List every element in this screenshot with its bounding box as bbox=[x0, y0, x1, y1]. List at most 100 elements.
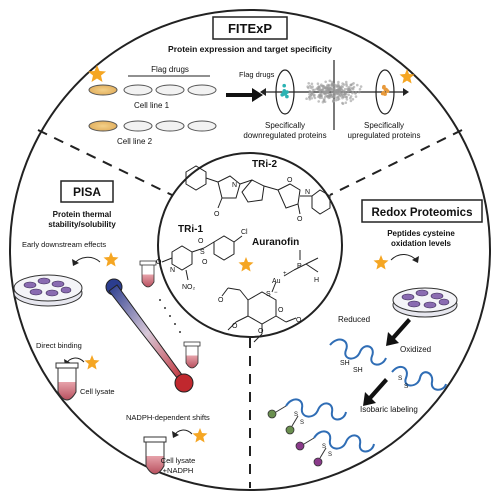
atom-s: S bbox=[266, 291, 271, 298]
scatter-point bbox=[349, 89, 352, 92]
atom-p: P bbox=[297, 263, 302, 270]
tri1-structure bbox=[161, 235, 243, 281]
dish-2a bbox=[123, 120, 153, 132]
arrow-right-icon bbox=[226, 88, 263, 102]
scatter-point bbox=[308, 84, 312, 88]
scatter-point bbox=[327, 94, 331, 98]
tube-cap bbox=[55, 362, 79, 369]
cell-line-2-label: Cell line 2 bbox=[117, 137, 153, 146]
s-label-1: S bbox=[398, 375, 403, 382]
scatter-point bbox=[325, 94, 329, 97]
scatter-point bbox=[313, 96, 317, 100]
fitexp-section: FITExP Protein expression and target spe… bbox=[88, 16, 420, 146]
tri2-structure bbox=[185, 165, 331, 215]
tag-linker bbox=[291, 415, 299, 427]
scatter-point bbox=[313, 88, 316, 92]
scatter-point bbox=[354, 95, 358, 98]
atom-o: O bbox=[287, 177, 293, 184]
auranofin-structure bbox=[221, 250, 319, 343]
star-icon bbox=[399, 69, 415, 84]
oxidized-label: Oxidized bbox=[400, 345, 431, 354]
star-icon bbox=[103, 252, 119, 267]
atom-n: N bbox=[170, 267, 175, 274]
divider-right bbox=[329, 129, 463, 196]
scatter-point bbox=[351, 87, 355, 91]
cell-lysate-label: Cell lysate bbox=[80, 387, 115, 396]
down-ellipse bbox=[275, 69, 295, 115]
scatter-point bbox=[305, 97, 308, 100]
isobaric-label: Isobaric labeling bbox=[360, 405, 418, 414]
cell-lysate-nadph-label-2: +NADPH bbox=[163, 466, 194, 475]
scatter-point bbox=[352, 82, 355, 85]
scatter-point bbox=[344, 101, 348, 104]
scatter-point bbox=[349, 95, 353, 98]
star-icon bbox=[238, 257, 254, 272]
downregulated-point bbox=[282, 83, 287, 88]
scatter-point bbox=[345, 80, 348, 84]
tube-lysate-nadph bbox=[145, 440, 165, 475]
tag-linker bbox=[303, 437, 315, 445]
scatter-point bbox=[329, 92, 333, 96]
axis-arrow-right bbox=[403, 88, 409, 96]
nadph-shifts-label: NADPH-dependent shifts bbox=[126, 413, 210, 422]
pisa-title-box bbox=[60, 180, 114, 203]
atom-au: Au bbox=[272, 278, 281, 285]
flag-drugs-label: Flag drugs bbox=[151, 65, 189, 74]
curved-arrow-head bbox=[412, 256, 419, 263]
center-circle bbox=[157, 152, 343, 338]
cell-line-1-label: Cell line 1 bbox=[134, 101, 170, 110]
scatter-point bbox=[340, 88, 344, 92]
atom-o: O bbox=[258, 328, 264, 335]
tri1-label: TRi-1 bbox=[178, 224, 203, 235]
scatter-point bbox=[352, 85, 356, 89]
star-icon bbox=[192, 428, 208, 443]
scatter-point bbox=[347, 85, 351, 89]
atom-o: O bbox=[218, 297, 224, 304]
scatter-point bbox=[322, 92, 326, 95]
scatter-point bbox=[334, 96, 338, 99]
scatter-point bbox=[344, 90, 348, 94]
scatter-point bbox=[337, 84, 340, 88]
s-label-5: S bbox=[322, 444, 326, 450]
axis-arrow-left bbox=[260, 88, 266, 96]
up-label-1: Specifically bbox=[364, 121, 404, 130]
s-label-4: S bbox=[300, 420, 304, 426]
down-label-1: Specifically bbox=[265, 121, 305, 130]
s-label-3: S bbox=[294, 412, 298, 418]
scatter-point bbox=[331, 100, 335, 103]
scatter-point bbox=[330, 95, 333, 99]
tag-green bbox=[267, 409, 277, 419]
scatter-point bbox=[310, 97, 314, 100]
peptide-oxidized bbox=[391, 365, 447, 391]
scatter-point bbox=[320, 94, 324, 98]
atom-o: O bbox=[214, 211, 220, 218]
scatter-point bbox=[316, 87, 320, 91]
s-label-6: S bbox=[328, 452, 332, 458]
tag-green bbox=[285, 425, 295, 435]
scatter-point bbox=[333, 89, 337, 93]
peptide-reduced bbox=[329, 338, 387, 366]
scatter-point bbox=[328, 87, 332, 90]
sh-label-1: SH bbox=[340, 360, 350, 367]
scatter-point bbox=[351, 98, 355, 101]
temperature-tubes bbox=[139, 260, 201, 369]
dish-1a bbox=[123, 84, 153, 96]
downregulated-point bbox=[280, 93, 285, 97]
scatter-point bbox=[317, 100, 321, 103]
scatter-point bbox=[359, 85, 363, 88]
reduced-label: Reduced bbox=[338, 315, 370, 324]
cell-lysate-nadph-label-1: Cell lysate bbox=[161, 456, 196, 465]
arrow-down-left-icon bbox=[386, 318, 411, 346]
scatter-point bbox=[317, 85, 321, 89]
atom-o: O bbox=[156, 259, 162, 266]
upregulated-point bbox=[382, 84, 386, 89]
scatter-point bbox=[340, 85, 343, 88]
fitexp-subtitle: Protein expression and target specificit… bbox=[168, 44, 332, 54]
scatter-cloud bbox=[280, 79, 390, 105]
direct-binding-label: Direct binding bbox=[36, 341, 82, 350]
pisa-subtitle-1: Protein thermal bbox=[53, 210, 112, 219]
atom-h: H bbox=[314, 277, 319, 284]
scatter-plot bbox=[260, 60, 415, 130]
scatter-point bbox=[331, 83, 334, 87]
